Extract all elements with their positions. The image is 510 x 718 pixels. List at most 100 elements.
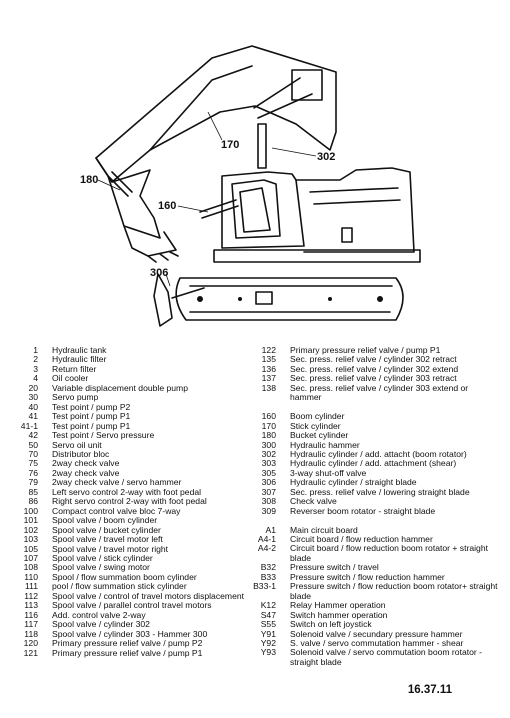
legend-description: Bucket cylinder — [290, 430, 349, 441]
legend-description: Circuit board / flow reduction hammer — [290, 534, 433, 545]
legend-code: 1 — [33, 345, 38, 355]
legend-code: 102 — [23, 524, 38, 535]
legend-description: Servo pump — [52, 392, 99, 403]
legend-description: 2way check valve — [52, 467, 120, 478]
legend-code: 30 — [28, 392, 38, 403]
legend-code: 76 — [28, 467, 38, 478]
legend-description: Right servo control 2-way with foot peda… — [52, 496, 207, 507]
legend-description: Hydraulic cylinder / add. attacht (boom … — [290, 448, 467, 459]
legend-row: 102 Spool valve / bucket cylinder — [10, 524, 250, 535]
legend-code: 101 — [23, 515, 38, 526]
callout-160: 160 — [158, 200, 176, 212]
upper-body — [295, 167, 415, 253]
legend-code: 136 — [261, 363, 276, 374]
legend-description: Circuit board / flow reduction boom rota… — [290, 543, 488, 563]
legend-description: Spool valve / bucket cylinder — [52, 524, 161, 535]
leader-180 — [97, 179, 121, 191]
cylinder-302 — [257, 123, 267, 169]
excavator-drawing: 170 302 180 160 306 — [80, 45, 421, 327]
legend-description: Relay Hammer operation — [290, 600, 386, 611]
legend-description: Primary pressure relief valve / pump P2 — [52, 638, 203, 649]
track-roller-end — [377, 296, 383, 302]
legend-description: Spool valve / swing motor — [52, 562, 150, 573]
legend-code: 135 — [261, 354, 276, 365]
legend-code: 105 — [23, 543, 38, 554]
legend-description: Spool valve / stick cylinder — [52, 552, 153, 563]
legend-code: 137 — [261, 373, 276, 384]
legend-description: Solenoid valve / servo commutation boom … — [290, 647, 483, 667]
legend-code: 117 — [24, 619, 38, 630]
legend-description: Stick cylinder — [290, 420, 341, 431]
legend-code: 42 — [28, 430, 38, 441]
bucket-teeth — [147, 251, 179, 263]
legend-description: Hydraulic hammer — [290, 439, 360, 450]
leader-160 — [177, 205, 209, 213]
legend-description: Check valve — [290, 496, 337, 507]
legend-description: Solenoid valve / secundary pressure hamm… — [290, 628, 463, 639]
leader-170 — [207, 111, 223, 141]
legend-code: 303 — [261, 458, 276, 469]
legend-code: 309 — [261, 505, 276, 516]
legend-code: 100 — [23, 505, 38, 516]
legend-description: Oil cooler — [52, 373, 89, 384]
legend-description: Spool valve / parallel control travel mo… — [52, 600, 212, 611]
legend-code: 20 — [28, 382, 38, 393]
legend-row: 30 Servo pump — [10, 392, 250, 403]
stick-cylinder-body — [291, 69, 323, 101]
legend-code: 110 — [24, 571, 38, 582]
track-roller-left — [197, 296, 203, 302]
legend-code: A4-1 — [257, 534, 276, 545]
legend-description: Test point / pump P1 — [52, 411, 131, 422]
legend-description: Variable displacement double pump — [52, 382, 188, 393]
legend-code: 305 — [261, 467, 276, 478]
track-inner — [189, 285, 393, 313]
legend-code: 306 — [261, 477, 276, 488]
legend-row: A4-1 Circuit board / flow reduction hamme… — [252, 534, 502, 545]
legend-code: 160 — [261, 411, 276, 422]
track-center-box — [255, 291, 273, 305]
legend-code: 85 — [28, 486, 38, 497]
legend-description: Pressure switch / flow reduction hammer — [290, 571, 445, 582]
legend-code: 118 — [24, 628, 38, 639]
legend-description: Spool / flow summation boom cylinder — [52, 571, 197, 582]
legend-code: 75 — [28, 458, 38, 469]
legend-description: Return filter — [52, 363, 97, 374]
legend-description: S. valve / servo commutation hammer - sh… — [290, 638, 464, 649]
legend-code: 3 — [33, 363, 38, 374]
legend-code: 121 — [23, 647, 38, 658]
legend-description: Switch hammer operation — [290, 609, 388, 620]
legend-code: 40 — [28, 401, 38, 412]
legend-code: A4-2 — [257, 543, 276, 554]
legend-code: 79 — [28, 477, 38, 488]
bucket-cylinder — [107, 171, 133, 197]
legend-code: B33-1 — [253, 581, 276, 592]
legend-code: 307 — [261, 486, 276, 497]
page-number: 16.37.11 — [407, 684, 452, 696]
legend-description: Main circuit board — [290, 524, 358, 535]
